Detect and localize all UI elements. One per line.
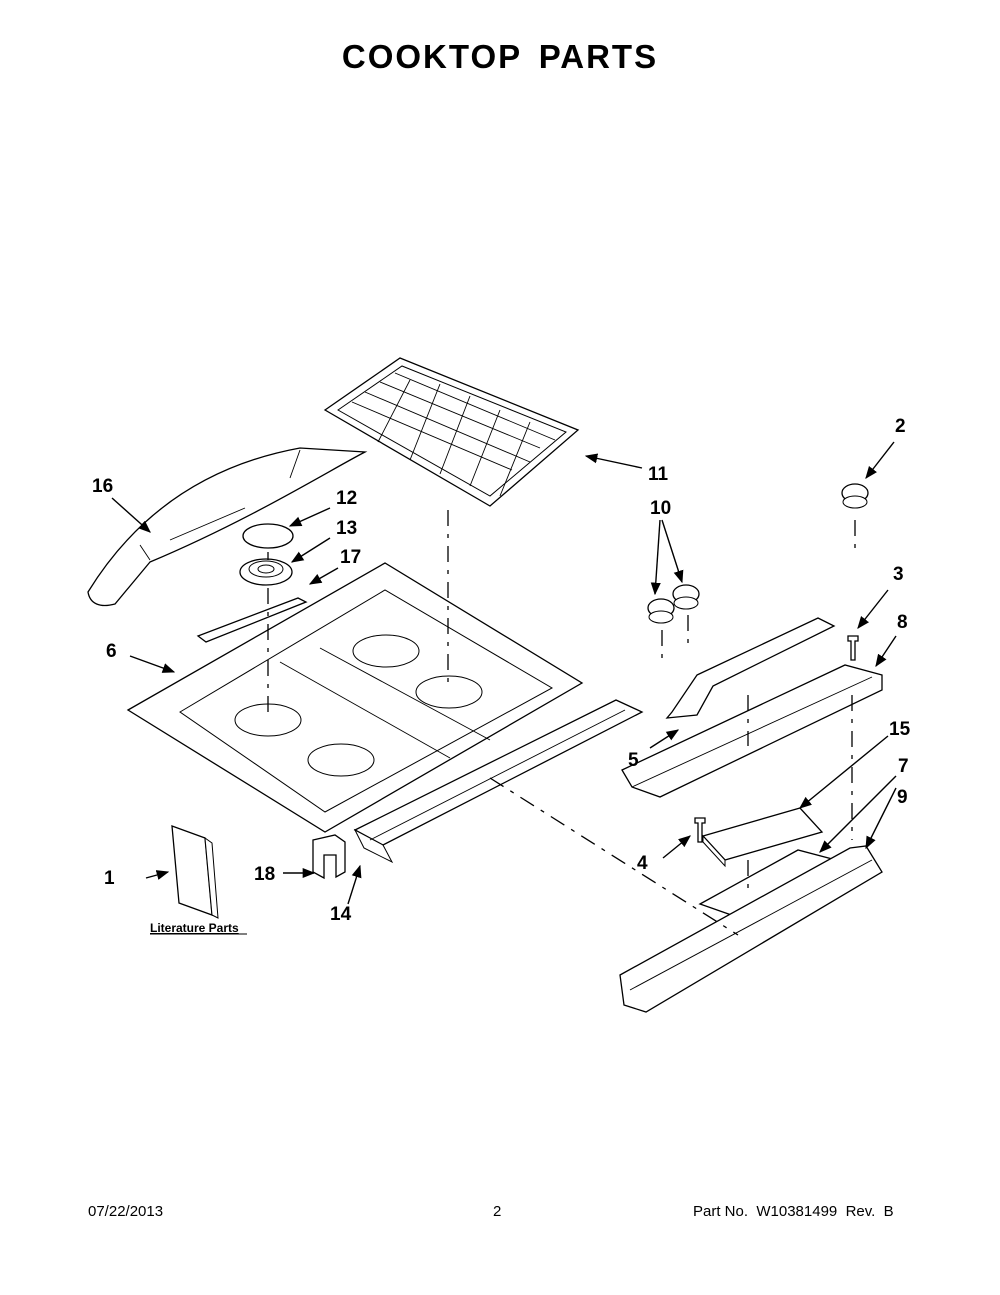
callout-13: 13	[336, 518, 357, 539]
callout-5: 5	[628, 750, 639, 771]
label-sheet-part	[665, 617, 836, 719]
callout-17: 17	[340, 547, 361, 568]
callout-2: 2	[895, 416, 906, 437]
page-title: COOKTOP PARTS	[341, 38, 659, 75]
callout-7: 7	[898, 756, 909, 777]
alignment-lines	[267, 510, 856, 936]
callout-12: 12	[336, 488, 357, 509]
callout-14: 14	[330, 904, 352, 925]
footer-part-number: Part No. W10381499 Rev. B	[693, 1203, 894, 1220]
callout-8: 8	[897, 612, 908, 633]
channel-part	[353, 699, 644, 864]
console-panel-part	[621, 664, 883, 798]
literature-parts-label: Literature Parts	[150, 921, 239, 935]
bracket-part	[312, 834, 346, 880]
callout-3: 3	[893, 564, 904, 585]
callout-11: 11	[648, 464, 669, 485]
callout-18: 18	[254, 864, 275, 885]
knob-part	[647, 483, 869, 624]
callout-6: 6	[106, 641, 117, 662]
burner-head-part	[239, 558, 293, 586]
control-board-part	[701, 807, 824, 868]
literature-part	[171, 825, 219, 919]
strip-part	[196, 597, 308, 643]
callout-15: 15	[889, 719, 911, 740]
trim-part	[87, 447, 368, 607]
burner-cap-part	[242, 523, 294, 549]
footer-date: 07/22/2013	[88, 1203, 164, 1220]
callout-4: 4	[637, 853, 648, 874]
footer-page-number: 2	[493, 1203, 502, 1220]
callout-9: 9	[897, 787, 908, 808]
callout-1: 1	[104, 868, 115, 889]
screw-part	[694, 635, 859, 843]
leader-arrows	[111, 441, 897, 905]
cooktop-main-top-part	[126, 562, 584, 833]
grate-part	[323, 357, 580, 507]
callout-16: 16	[92, 476, 113, 497]
manifold-panel-part	[619, 845, 883, 1013]
callout-10: 10	[650, 498, 671, 519]
callout-labels: 1 2 3 4 5 6 7 8 9 10 11 12 13 14 15 16 1…	[92, 416, 911, 925]
